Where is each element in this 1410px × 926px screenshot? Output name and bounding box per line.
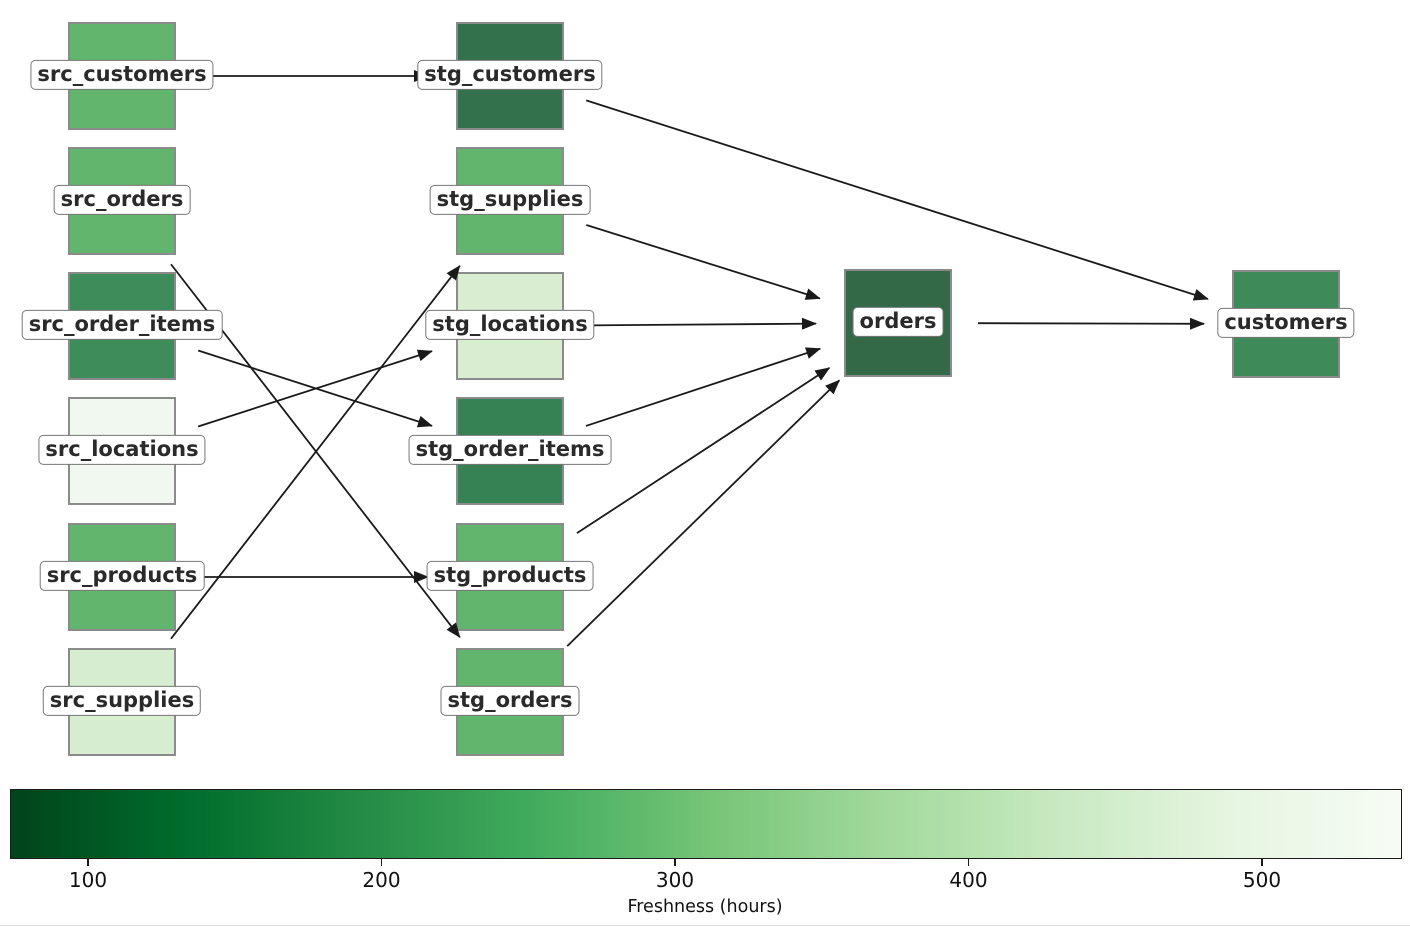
colorbar-tick-label-200: 200 [362,868,401,892]
node-label-stg_orders: stg_orders [440,685,580,717]
edge-stg_supplies-orders [586,224,821,300]
colorbar [10,789,1402,859]
edge-src_locations-stg_locations [197,349,433,428]
colorbar-tick-label-400: 400 [949,868,988,892]
node-label-src_customers: src_customers [30,59,214,91]
node-label-src_orders: src_orders [53,184,191,216]
node-label-stg_order_items: stg_order_items [408,434,612,466]
colorbar-tick-label-500: 500 [1242,868,1282,892]
colorbar-tick-400 [967,859,970,866]
edge-stg_customers-customers [585,99,1209,301]
freshness-axis-label: Freshness (hours) [627,897,783,917]
node-label-src_supplies: src_supplies [42,685,202,717]
edge-stg_products-orders [576,367,831,534]
edge-stg_order_items-orders [585,347,822,427]
edge-src_supplies-stg_supplies [170,265,461,640]
colorbar-tick-200 [380,859,383,866]
node-label-stg_products: stg_products [426,560,594,592]
colorbar-tick-300 [674,859,676,866]
node-label-stg_supplies: stg_supplies [429,184,591,216]
node-label-customers: customers [1217,307,1355,339]
edge-stg_locations-orders [589,317,818,330]
node-label-stg_locations: stg_locations [425,309,595,341]
colorbar-tick-label-300: 300 [655,868,695,892]
colorbar-tick-500 [1261,859,1263,866]
node-label-src_order_items: src_order_items [21,309,223,341]
colorbar-tick-label-100: 100 [68,868,108,892]
edge-orders-customers [977,317,1206,330]
node-label-stg_customers: stg_customers [417,59,603,91]
colorbar-tick-100 [87,859,89,866]
node-label-orders: orders [852,306,944,338]
edge-stg_orders-orders [566,379,841,647]
node-label-src_products: src_products [39,560,205,592]
node-label-src_locations: src_locations [38,434,206,466]
